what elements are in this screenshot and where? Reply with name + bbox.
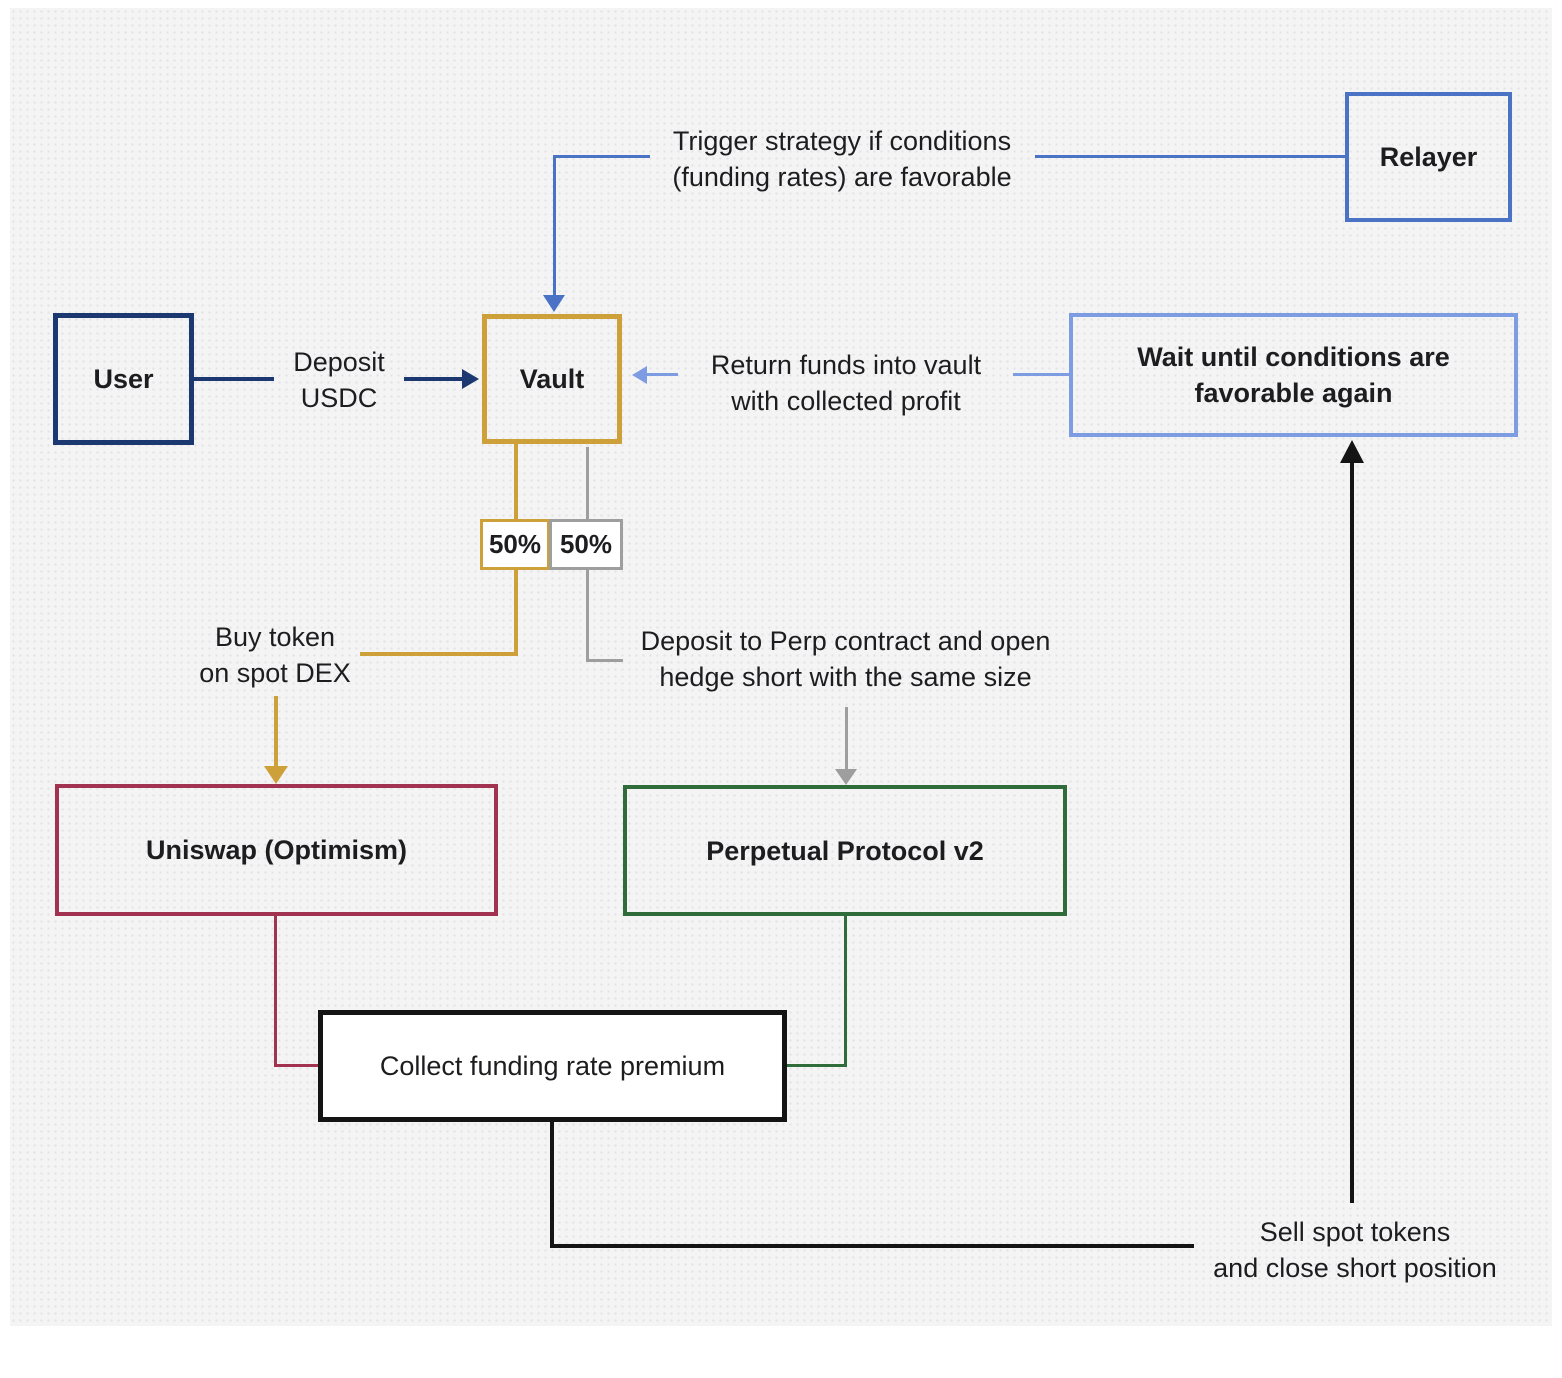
wait-node: Wait until conditions are favorable agai… (1069, 313, 1518, 437)
collect-premium-node-label: Collect funding rate premium (379, 1050, 726, 1081)
arrowhead-right-navy-icon (462, 369, 479, 389)
perpetual-protocol-node: Perpetual Protocol v2 (623, 785, 1067, 916)
split-50-gold-badge: 50% (480, 519, 550, 570)
edge-vault-split-gold-mid (514, 568, 518, 656)
edge-user-deposit-right (404, 377, 464, 381)
edge-relayer-trigger-left (554, 155, 650, 158)
return-funds-line2: with collected profit (731, 386, 961, 416)
user-node: User (53, 313, 194, 445)
trigger-strategy-annotation: Trigger strategy if conditions (funding … (642, 123, 1042, 195)
wait-node-label-line2: favorable again (1194, 378, 1393, 408)
edge-return-left (645, 373, 678, 376)
edge-sell-wait-up (1350, 461, 1354, 1203)
sell-spot-line1: Sell spot tokens (1259, 1217, 1451, 1247)
return-funds-annotation: Return funds into vault with collected p… (690, 347, 1002, 419)
deposit-usdc-annotation: Deposit USDC (269, 344, 409, 416)
split-50-gray-label: 50% (559, 529, 613, 559)
trigger-strategy-line1: Trigger strategy if conditions (672, 126, 1012, 156)
edge-gray-arrow-stem (845, 707, 848, 771)
edge-uniswap-collect-right (274, 1064, 320, 1067)
edge-relayer-trigger-right (1035, 155, 1345, 158)
relayer-node-label: Relayer (1379, 142, 1478, 172)
trigger-strategy-line2: (funding rates) are favorable (672, 162, 1012, 192)
split-50-gray-badge: 50% (549, 519, 623, 570)
edge-uniswap-collect-down (274, 916, 277, 1067)
edge-gold-arrow-stem (274, 696, 278, 768)
perpetual-protocol-node-label: Perpetual Protocol v2 (706, 835, 984, 866)
vault-node-label: Vault (519, 364, 585, 394)
edge-perp-collect-left (787, 1064, 847, 1067)
hedge-short-line2: hedge short with the same size (659, 662, 1032, 692)
deposit-usdc-line2: USDC (300, 383, 378, 413)
edge-collect-sell-right (550, 1244, 1194, 1248)
deposit-usdc-line1: Deposit (293, 347, 385, 377)
wait-node-label-line1: Wait until conditions are (1137, 342, 1450, 372)
sell-spot-annotation: Sell spot tokens and close short positio… (1185, 1214, 1525, 1286)
edge-vault-split-gray-top (586, 447, 589, 521)
edge-relayer-trigger-down (553, 155, 556, 297)
edge-gray-horizontal (586, 659, 623, 662)
wait-node-label: Wait until conditions are favorable agai… (1137, 339, 1450, 411)
collect-premium-node: Collect funding rate premium (318, 1010, 787, 1122)
buy-token-line2: on spot DEX (199, 658, 351, 688)
dot-grid-background (10, 8, 1552, 1326)
arrowhead-down-gold-icon (264, 766, 288, 784)
uniswap-node: Uniswap (Optimism) (55, 784, 498, 916)
edge-vault-split-gray-mid (586, 568, 589, 661)
user-node-label: User (93, 364, 154, 394)
uniswap-node-label: Uniswap (Optimism) (145, 835, 408, 865)
return-funds-line1: Return funds into vault (710, 350, 982, 380)
edge-gold-horizontal (360, 652, 518, 656)
relayer-node: Relayer (1345, 92, 1512, 222)
edge-user-deposit-left (194, 377, 274, 381)
hedge-short-annotation: Deposit to Perp contract and open hedge … (618, 623, 1073, 695)
arrowhead-down-blue-icon (543, 295, 565, 312)
hedge-short-line1: Deposit to Perp contract and open (640, 626, 1051, 656)
arrowhead-up-black-icon (1340, 440, 1364, 463)
split-50-gold-label: 50% (488, 529, 542, 559)
edge-perp-collect-down (844, 916, 847, 1067)
arrowhead-left-lightblue-icon (632, 366, 647, 384)
arrowhead-down-gray-icon (835, 769, 857, 785)
buy-token-annotation: Buy token on spot DEX (185, 619, 365, 691)
buy-token-line1: Buy token (214, 622, 336, 652)
edge-collect-sell-down (550, 1122, 554, 1248)
edge-return-right (1013, 373, 1069, 376)
sell-spot-line2: and close short position (1213, 1253, 1497, 1283)
vault-node: Vault (482, 314, 622, 444)
edge-vault-split-gold-top (514, 444, 518, 521)
